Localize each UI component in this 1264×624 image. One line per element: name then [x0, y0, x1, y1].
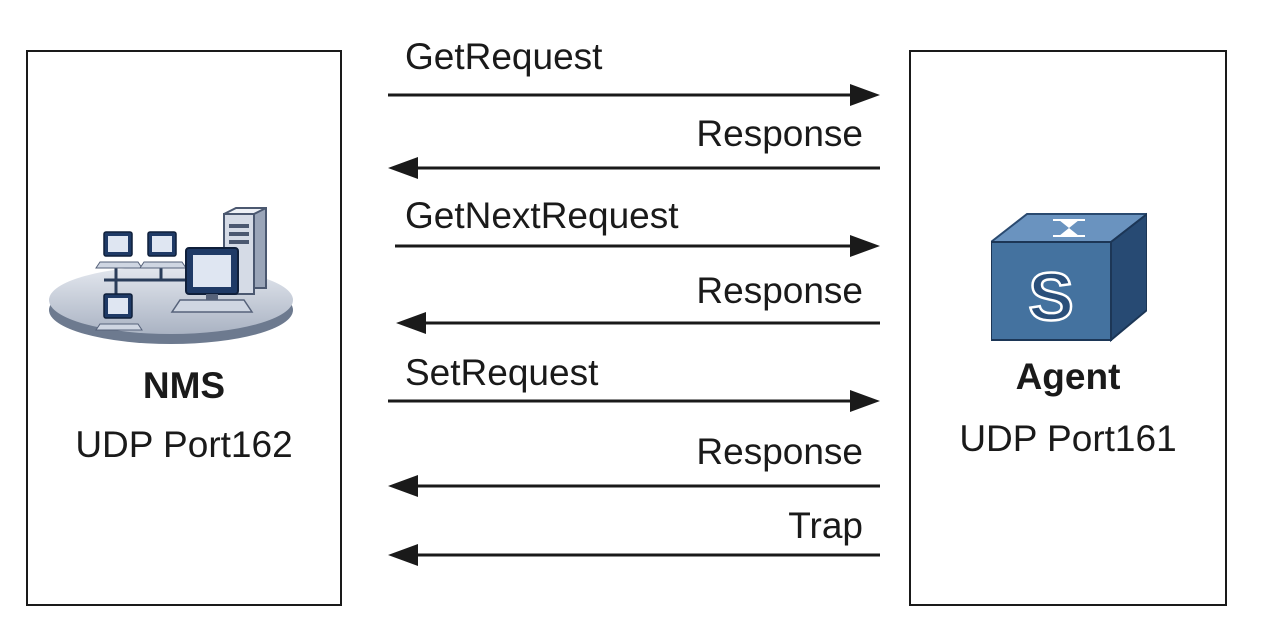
agent-port: UDP Port161 [959, 418, 1177, 459]
arrowhead-response-1 [388, 157, 418, 179]
message-label-response-3: Response [696, 431, 863, 472]
message-label-setrequest: SetRequest [405, 352, 599, 393]
message-label-getrequest: GetRequest [405, 36, 603, 77]
arrowhead-setrequest [850, 390, 880, 412]
agent-title: Agent [1015, 356, 1121, 397]
network-workstations-icon [49, 207, 293, 344]
message-label-getnextrequest: GetNextRequest [405, 195, 679, 236]
arrowhead-response-2 [396, 312, 426, 334]
message-label-trap: Trap [788, 505, 863, 546]
arrowhead-trap [388, 544, 418, 566]
message-label-response-2: Response [696, 270, 863, 311]
nms-title: NMS [142, 365, 226, 406]
nms-port: UDP Port162 [75, 424, 293, 465]
arrowhead-getrequest [850, 84, 880, 106]
switch-icon: S [991, 212, 1147, 343]
message-label-response-1: Response [696, 113, 863, 154]
arrowhead-response-3 [388, 475, 418, 497]
switch-letter: S [1028, 259, 1073, 335]
agent-box: S Agent UDP Port161 [909, 50, 1227, 606]
nms-box: NMS UDP Port162 [26, 50, 342, 606]
arrowhead-getnextrequest [850, 235, 880, 257]
